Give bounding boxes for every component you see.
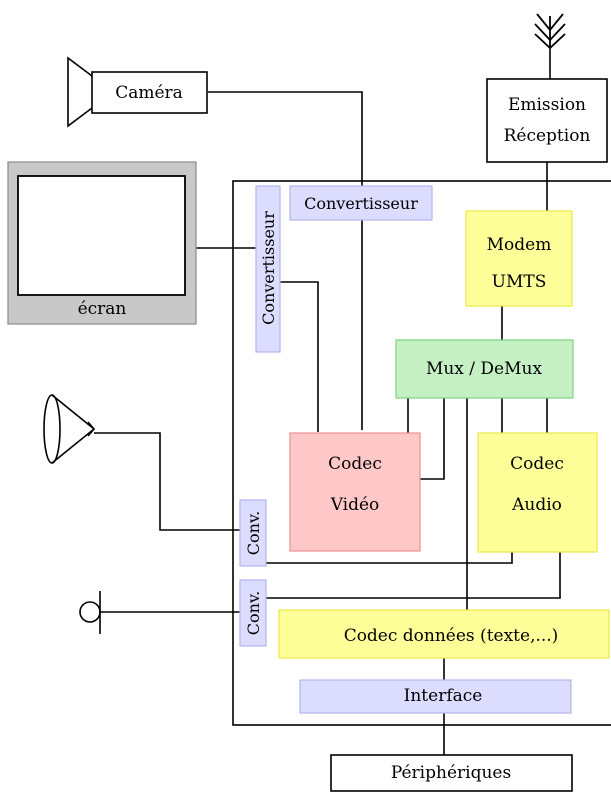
converter-top-box	[289, 185, 433, 221]
speaker-icon	[43, 394, 96, 464]
connections	[94, 45, 561, 755]
camera-lens-icon	[67, 56, 93, 128]
screen-label: écran	[78, 299, 127, 319]
antenna-icon	[534, 13, 566, 50]
device-frame	[232, 180, 611, 726]
conv-mic-label: Conv.	[244, 591, 263, 635]
converter-side-box	[255, 185, 281, 353]
modem-label: Modem	[487, 235, 552, 255]
camera-box	[91, 71, 208, 114]
converter-side-label: Convertisseur	[259, 211, 278, 325]
peripherals-box	[330, 754, 573, 792]
codec-audio-box	[477, 432, 598, 553]
conv-mic-box	[239, 579, 267, 647]
reception-label: Réception	[504, 126, 591, 146]
converter-top-label: Convertisseur	[304, 194, 418, 213]
microphone-icon	[79, 591, 101, 634]
emission-label: Emission	[508, 95, 586, 115]
screen-display	[17, 175, 186, 296]
camera-to-video-line	[208, 91, 363, 430]
interface-label: Interface	[404, 686, 483, 706]
peripherals-label: Périphériques	[391, 763, 511, 783]
codec-audio-label-1: Codec	[510, 454, 564, 474]
emission-reception-box	[486, 78, 608, 163]
camera-label: Caméra	[115, 83, 183, 103]
mux-demux-label: Mux / DeMux	[426, 359, 543, 379]
modem-umts-box	[465, 210, 573, 307]
codec-video-label-1: Codec	[328, 454, 382, 474]
conv-to-audio-line	[266, 552, 513, 564]
codec-video-label-2: Vidéo	[330, 495, 380, 515]
codec-audio-label-2: Audio	[511, 495, 562, 515]
codec-data-label: Codec données (texte,...)	[344, 626, 559, 646]
conv-speaker-box	[239, 499, 267, 567]
umts-label: UMTS	[492, 272, 547, 292]
mux-to-video-line-b	[420, 398, 445, 480]
codec-data-box	[278, 609, 610, 659]
conv-speaker-label: Conv.	[244, 511, 263, 555]
conv2-to-audio-line	[266, 552, 561, 599]
speaker-to-conv-line	[94, 432, 240, 531]
converter-to-video-line	[280, 281, 319, 432]
codec-video-box	[289, 432, 421, 552]
mux-demux-box	[395, 339, 574, 399]
interface-box	[299, 679, 572, 714]
